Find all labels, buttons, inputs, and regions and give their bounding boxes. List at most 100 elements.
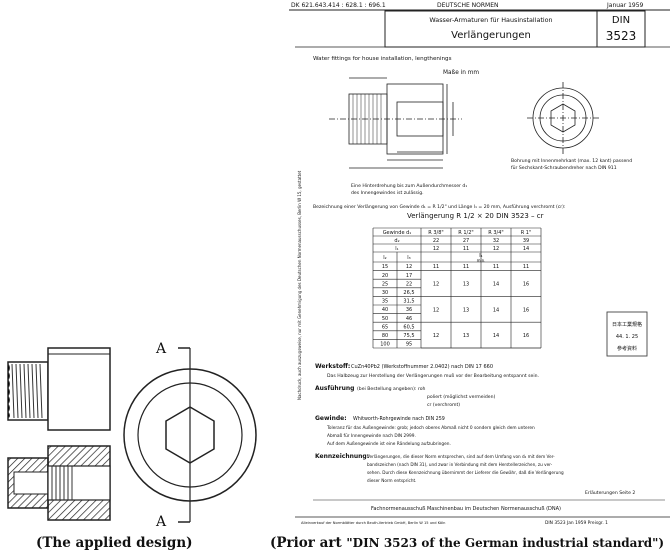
din-number: 3523 — [606, 29, 637, 43]
table-group-value: 14 — [493, 282, 499, 288]
table-col-l2: l₂ — [383, 255, 386, 261]
table-l1-label: l₁ — [395, 246, 398, 252]
table-l1-cell: 12 — [493, 246, 499, 252]
table-row-l3: 22 — [406, 281, 412, 287]
ausfuehrung-polished: poliert (möglichst vermeiden) — [427, 394, 495, 400]
table-l1-cell: 11 — [463, 246, 469, 252]
table-group-value: 16 — [523, 282, 529, 288]
table-row-l3: 12 — [406, 264, 412, 270]
side-copyright-text: Nachdruck, auch auszugsweise, nur mit Ge… — [297, 170, 302, 400]
prior-art-caption-quote: "DIN 3523 of the German industrial stand… — [346, 536, 665, 550]
table-d2-cell: 32 — [493, 238, 499, 244]
section-mark-bottom: A — [155, 514, 167, 530]
werkstoff-text-2: Das Halbzeug zur Herstellung der Verläng… — [327, 373, 539, 379]
ausfuehrung-chrome: cr (verchromt) — [427, 402, 460, 408]
ausfuehrung-label: Ausführung — [315, 385, 354, 392]
kennzeichnung-text-3: sehen. Durch diese Kennzeichnung übernim… — [367, 470, 564, 475]
table-row-length: 80 — [382, 333, 388, 339]
ausfuehrung-text: (bei Bestellung angeben): roh — [357, 386, 426, 392]
doc-drawing — [329, 77, 599, 169]
doc-publisher: DEUTSCHE NORMEN — [437, 2, 499, 9]
table-header-label: Gewinde d₁ — [383, 230, 412, 236]
table-row-length: 25 — [382, 281, 388, 287]
section-mark-top: A — [155, 341, 167, 357]
bore-note-1: Bohrung mit Innenmehrkant (max. 12 kant)… — [511, 158, 632, 164]
table-header-cell: R 3/4" — [488, 230, 503, 236]
table-row-length: 100 — [380, 342, 390, 348]
table-l1-cell: 12 — [433, 246, 439, 252]
table-row-length: 15 — [382, 264, 388, 270]
table-d2-cell: 39 — [523, 238, 529, 244]
table-group-value: 12 — [433, 307, 439, 313]
stamp-line-2: 44. 1. 25 — [616, 334, 638, 340]
table-group-value: 13 — [463, 282, 469, 288]
table-row-length: 50 — [382, 316, 388, 322]
doc-subtitle: Wasser-Armaturen für Hausinstallation — [429, 16, 552, 24]
table-group-value: 16 — [523, 333, 529, 339]
committee-line: Fachnormenausschuß Maschinenbau im Deuts… — [371, 506, 561, 512]
undercut-note-1: Eine Hinterdrehung bis zum Außendurchmes… — [351, 183, 467, 189]
table-col-l: l₁ — [479, 253, 482, 259]
doc-title: Verlängerungen — [451, 30, 531, 41]
table-d2-cell: 22 — [433, 238, 439, 244]
table-value-15: 11 — [463, 264, 469, 270]
prior-art-caption: (Prior art "DIN 3523 of the German indus… — [270, 535, 664, 551]
table-group-value: 14 — [493, 307, 499, 313]
table-value-15: 11 — [493, 264, 499, 270]
table-header-cell: R 1" — [521, 230, 532, 236]
din-label: DIN — [612, 15, 630, 26]
designation-line: Bezeichnung einer Verlängerung von Gewin… — [313, 204, 566, 210]
table-group-value: 13 — [463, 307, 469, 313]
kennzeichnung-text-4: dieser Norm entspricht. — [367, 478, 417, 483]
kennzeichnung-text-2: bandszeichen (nach DIN 31), und zwar in … — [367, 462, 553, 467]
werkstoff-text: CuZn40Pb2 (Werkstoffnummer 2.0402) nach … — [351, 364, 493, 370]
applied-design-drawing: A A — [7, 341, 257, 530]
english-subtitle: Water fittings for house installation, l… — [313, 56, 452, 62]
doc-classification: DK 621.643.414 : 628.1 : 696.1 — [291, 2, 386, 9]
table-row-l3: 17 — [406, 273, 412, 279]
dimension-note: Maße in mm — [443, 70, 479, 76]
applied-design-caption: (The applied design) — [36, 535, 193, 551]
table-row-l3: 46 — [406, 316, 412, 322]
table-row-l3: 95 — [406, 342, 412, 348]
prior-art-caption-prefix: (Prior art — [270, 535, 342, 551]
table-col-min: min. — [477, 258, 486, 263]
table-row-l3: 36 — [406, 307, 412, 313]
footer-din-ref: DIN 3523 Jan 1959 Preisgr. 1 — [545, 520, 608, 526]
kennzeichnung-text: Verlängerungen, die dieser Norm entsprec… — [367, 454, 555, 459]
table-row-length: 35 — [382, 299, 388, 305]
table-row-length: 65 — [382, 324, 388, 330]
table-group-value: 13 — [463, 333, 469, 339]
table-group-value: 14 — [493, 333, 499, 339]
gewinde-knurl: Auf dem Außengewinde ist eine Rändelung … — [327, 441, 451, 447]
bore-note-2: für Sechskant-Schraubendreher nach DIN 9… — [511, 165, 617, 171]
table-header-cell: R 1/2" — [458, 230, 473, 236]
table-row-length: 30 — [382, 290, 388, 296]
table-row-length: 40 — [382, 307, 388, 313]
table-d2-label: d₂ — [394, 238, 399, 244]
table-group-value: 12 — [433, 282, 439, 288]
table-group-value: 16 — [523, 307, 529, 313]
section-view — [7, 445, 111, 521]
stamp-line-1: 日本工業規格 — [612, 321, 642, 328]
table-row-l3: 26,5 — [403, 290, 414, 296]
table-row-l3: 75,5 — [403, 333, 414, 339]
table-d2-cell: 27 — [463, 238, 469, 244]
side-view — [7, 347, 111, 431]
undercut-note-2: des Innengewindes ist zulässig. — [351, 190, 424, 196]
table-row-length: 20 — [382, 273, 388, 279]
table-row-l3: 31,5 — [403, 299, 414, 305]
end-view — [123, 347, 257, 523]
table-value-15: 11 — [523, 264, 529, 270]
gewinde-text: Whitworth-Rohrgewinde nach DIN 259 — [353, 416, 445, 422]
library-stamp: 日本工業規格 44. 1. 25 参考資料 — [606, 311, 648, 357]
table-group-value: 12 — [433, 333, 439, 339]
table-value-15: 11 — [433, 264, 439, 270]
gewinde-label: Gewinde: — [315, 415, 347, 422]
gewinde-tolerance-2: Abmaß für Innengewinde nach DIN 2999. — [327, 433, 416, 439]
table-l1-cell: 14 — [523, 246, 529, 252]
erlaeuterungen-note: Erläuterungen Seite 2 — [585, 490, 635, 496]
stamp-line-3: 参考資料 — [617, 345, 637, 352]
table-col-l3: l₃ — [407, 255, 410, 261]
